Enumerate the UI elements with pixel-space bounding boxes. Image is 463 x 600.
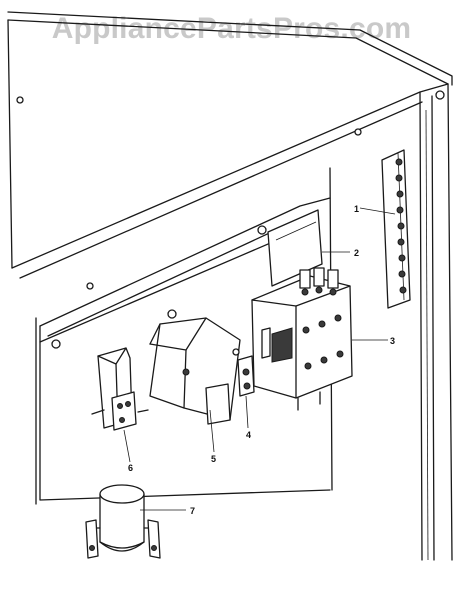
transformer	[149, 317, 241, 425]
callout-1: 1	[354, 204, 359, 214]
ground-lug	[237, 355, 255, 397]
callout-6: 6	[128, 463, 133, 473]
leader-lines	[123, 207, 396, 511]
mounting-bracket	[267, 209, 323, 287]
cabinet-frame	[7, 11, 453, 561]
callout-labels: 1 2 3 4 5 6 7	[128, 204, 395, 516]
terminal-strip	[381, 149, 411, 309]
callout-5: 5	[211, 454, 216, 464]
capacitor	[85, 484, 161, 559]
callout-7: 7	[190, 506, 195, 516]
callout-2: 2	[354, 248, 359, 258]
callout-3: 3	[390, 336, 395, 346]
contactor	[251, 267, 353, 411]
relay	[91, 347, 149, 431]
callout-4: 4	[246, 430, 251, 440]
